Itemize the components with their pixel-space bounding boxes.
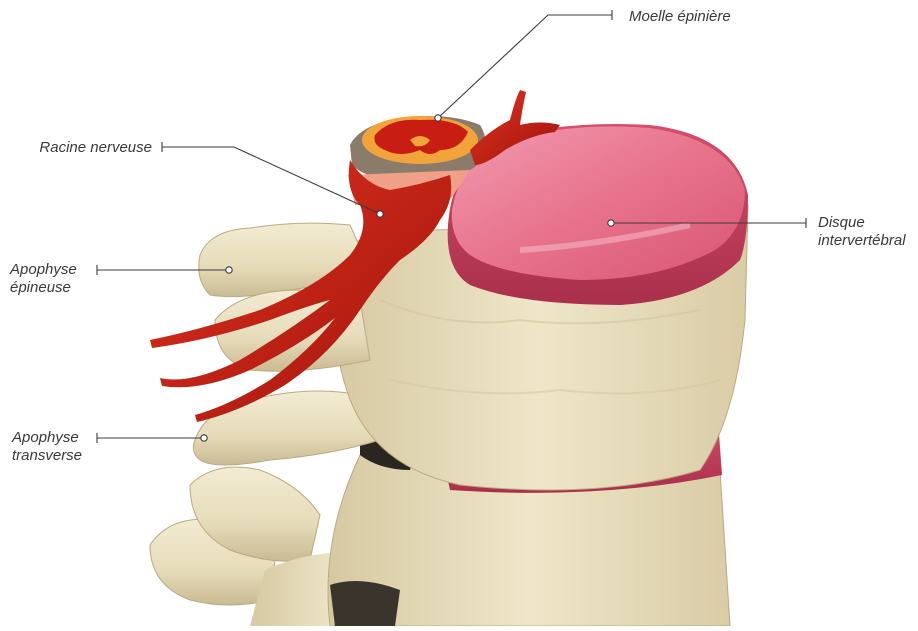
leader-moelle — [438, 15, 612, 118]
label-transverse-line2: transverse — [12, 447, 82, 465]
label-disque-line1: Disque — [818, 214, 906, 232]
label-moelle-epiniere: Moelle épinière — [629, 8, 731, 26]
label-epineuse-line1: Apophyse — [10, 261, 77, 279]
label-disque-intervertebral: Disque intervertébral — [818, 214, 906, 250]
label-disque-line2: intervertébral — [818, 232, 906, 250]
label-transverse-line1: Apophyse — [12, 429, 82, 447]
label-apophyse-transverse: Apophyse transverse — [12, 429, 82, 465]
label-moelle-line1: Moelle épinière — [629, 8, 731, 26]
label-apophyse-epineuse: Apophyse épineuse — [10, 261, 77, 297]
label-racine-nerveuse: Racine nerveuse — [39, 139, 152, 157]
label-racine-line1: Racine nerveuse — [39, 139, 152, 157]
leader-racine — [162, 147, 380, 214]
label-epineuse-line2: épineuse — [10, 279, 77, 297]
